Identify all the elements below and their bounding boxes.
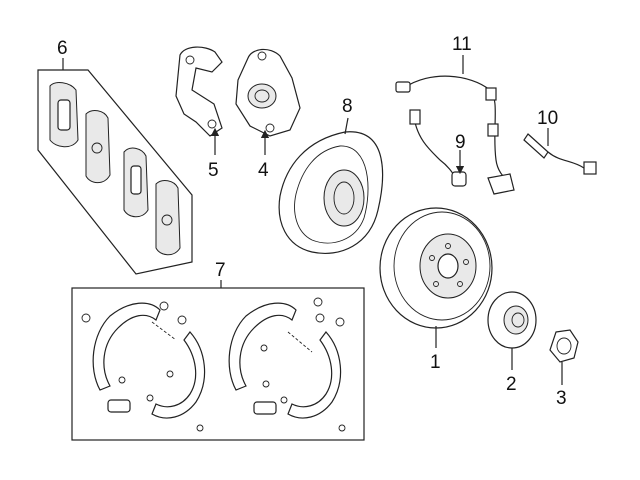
callout-2: 2 bbox=[506, 374, 517, 395]
callout-9: 9 bbox=[455, 132, 466, 153]
wheel-speed-sensor-harness bbox=[395, 55, 515, 195]
brake-rotor bbox=[379, 207, 493, 348]
axle-nut bbox=[549, 329, 579, 385]
callout-1: 1 bbox=[430, 352, 441, 373]
callout-3: 3 bbox=[556, 388, 567, 409]
callout-7: 7 bbox=[215, 260, 226, 281]
pad-wear-sensor bbox=[523, 128, 597, 175]
splash-shield bbox=[278, 117, 384, 254]
brake-caliper bbox=[235, 48, 301, 155]
callout-6: 6 bbox=[57, 38, 68, 59]
caliper-bracket bbox=[175, 46, 223, 155]
parking-brake-shoe-kit bbox=[71, 280, 365, 441]
callout-4: 4 bbox=[258, 160, 269, 181]
speed-sensor bbox=[409, 109, 467, 187]
callout-8: 8 bbox=[342, 96, 353, 117]
wheel-hub bbox=[487, 291, 537, 370]
callout-11: 11 bbox=[452, 34, 472, 55]
callout-5: 5 bbox=[208, 160, 219, 181]
brake-pad-set bbox=[37, 58, 193, 275]
callout-10: 10 bbox=[537, 108, 558, 129]
